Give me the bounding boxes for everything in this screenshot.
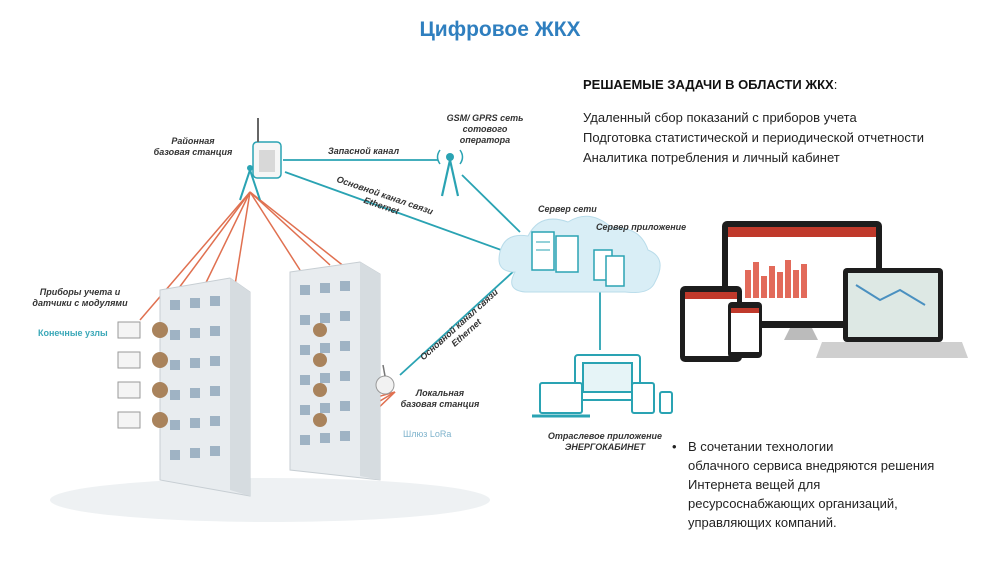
app-server-label: Сервер приложение <box>596 222 687 232</box>
regional-base-station <box>239 118 282 201</box>
gsm-network-label: GSM/ GPRS сеть сотового оператора <box>430 113 540 146</box>
page-title: Цифровое ЖКХ <box>419 18 581 41</box>
label-line: ЭНЕРГОКАБИНЕТ <box>564 442 646 452</box>
note-line: облачного сервиса внедряются решения <box>688 458 935 473</box>
backup-channel-label: Запасной канал <box>328 146 400 156</box>
note-line: управляющих компаний. <box>688 515 837 530</box>
industry-app-devices <box>532 354 673 418</box>
label-line: Районная <box>171 136 215 146</box>
label-line: датчики с модулями <box>32 298 128 308</box>
end-node-meters <box>117 321 327 429</box>
cloud-servers <box>498 215 661 293</box>
note-line: Интернета вещей для <box>688 477 821 492</box>
network-links <box>283 159 601 376</box>
building-right <box>289 261 381 481</box>
label-line: Отраслевое приложение <box>547 431 663 441</box>
tasks-heading-text: РЕШАЕМЫЕ ЗАДАЧИ В ОБЛАСТИ ЖКХ <box>583 77 834 92</box>
task-item: Подготовка статистической и периодическо… <box>583 130 925 145</box>
note-line: ресурсоснабжающих организаций, <box>688 496 898 511</box>
task-item: Аналитика потребления и личный кабинет <box>583 150 840 165</box>
label-line: сотового <box>462 124 508 134</box>
label-line: GSM/ GPRS сеть <box>446 113 524 123</box>
label-line: Приборы учета и <box>39 287 121 297</box>
end-nodes-label: Конечные узлы <box>38 328 108 338</box>
gsm-tower-icon <box>436 149 464 197</box>
tasks-list: Удаленный сбор показаний с приборов учет… <box>583 108 924 168</box>
local-base-station <box>375 364 395 395</box>
bullet-dot: • <box>672 439 677 454</box>
tasks-heading-colon: : <box>833 77 838 92</box>
label-line: базовая станция <box>153 147 233 157</box>
task-item: Удаленный сбор показаний с приборов учет… <box>583 110 857 125</box>
ground-shadow <box>50 478 490 522</box>
meters-label: Приборы учета и датчики с модулями <box>20 287 140 309</box>
tasks-heading: РЕШАЕМЫЕ ЗАДАЧИ В ОБЛАСТИ ЖКХ: <box>583 77 837 92</box>
label-line: Локальная <box>415 388 465 398</box>
industry-app-label: Отраслевое приложение ЭНЕРГОКАБИНЕТ <box>540 431 670 453</box>
network-server-label: Сервер сети <box>538 204 597 214</box>
building-left <box>159 277 251 497</box>
label-line: базовая станция <box>400 399 480 409</box>
local-station-label: Локальная базовая станция <box>395 388 485 410</box>
lora-gateway-label: Шлюз LoRa <box>403 429 452 439</box>
note-line: В сочетании технологии <box>688 439 834 454</box>
devices-mockup <box>680 221 968 362</box>
cloud-service-note: • В сочетании технологии облачного серви… <box>672 437 988 532</box>
regional-station-label: Районная базовая станция <box>148 136 238 158</box>
label-line: оператора <box>459 135 511 145</box>
